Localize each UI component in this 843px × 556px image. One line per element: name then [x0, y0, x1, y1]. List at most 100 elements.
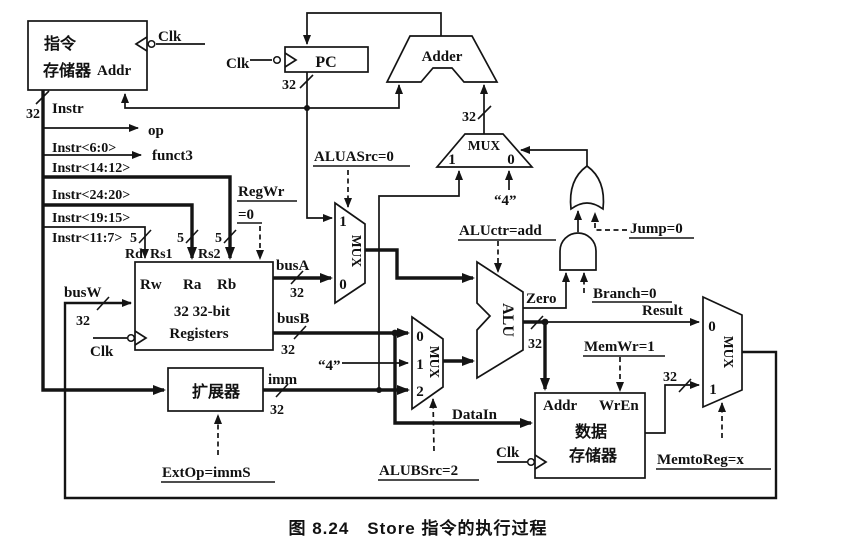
regfile-port-rw: Rw — [140, 277, 162, 293]
control-aluctr: ALUctr=add — [459, 223, 542, 239]
alu-label: ALU — [499, 303, 516, 337]
bus-width-32: 32 — [528, 337, 542, 352]
alua-mux-in0: 0 — [339, 277, 347, 293]
instr-11-7-label: Instr<11:7> — [52, 231, 122, 246]
op-label: op — [148, 123, 164, 139]
bus-width-slash — [678, 378, 692, 393]
wire-or-to-pcsrcmux-sel — [520, 146, 588, 166]
instr-24-20-label: Instr<24:20> — [52, 188, 130, 203]
imm-label: imm — [268, 372, 298, 388]
control-extop: ExtOp=immS — [162, 465, 251, 481]
bus-width-slash — [290, 270, 304, 285]
data-memory-clock: Clk — [496, 445, 548, 470]
wire-junction-dot — [391, 329, 399, 337]
extender-block — [167, 367, 264, 412]
regfile-port-ra: Ra — [183, 277, 202, 293]
clk-label: Clk — [226, 56, 250, 72]
bus-width-slash — [185, 229, 199, 244]
wire-jump-ctrl — [591, 212, 627, 231]
bus-width-32: 32 — [270, 403, 284, 418]
regfile-label-line2: 32 32-bit — [174, 304, 230, 320]
pcsrc-mux-label: MUX — [468, 138, 500, 153]
bus-width-32: 32 — [663, 370, 677, 385]
adder-label: Adder — [422, 49, 463, 65]
wire-pc-out — [306, 72, 333, 222]
control-alubsrc: ALUBSrc=2 — [379, 463, 458, 479]
wire-imm-to-pcsrcmux1 — [378, 170, 463, 390]
instruction-memory-label2: 存储器 — [43, 61, 92, 80]
control-aluasrc: ALUASrc=0 — [314, 149, 394, 165]
memtoreg-mux — [702, 295, 743, 409]
bus-width-32: 32 — [76, 314, 90, 329]
bus-width-slash — [138, 229, 152, 244]
instruction-memory-block — [27, 20, 148, 91]
busa-label: busA — [276, 258, 310, 274]
wire-instr-to-extender — [41, 90, 166, 395]
clk-label: Clk — [90, 344, 114, 360]
memtoreg-mux-in1: 1 — [709, 382, 717, 398]
wire-adder-to-pc — [303, 12, 442, 45]
funct3-label: funct3 — [152, 148, 193, 164]
control-regwr-line1: RegWr — [238, 184, 285, 200]
extender-label: 扩展器 — [192, 382, 241, 401]
alua-mux-in1: 1 — [339, 214, 347, 230]
wire-busw-loop — [63, 299, 778, 500]
rs1-port-label: Rs1 — [150, 247, 173, 262]
instruction-memory-label1: 指令 — [44, 34, 77, 53]
wire-instr-19-15-rs1 — [43, 203, 197, 260]
zero-label: Zero — [526, 291, 557, 307]
bus-width-5: 5 — [177, 231, 184, 246]
control-memtoreg: MemtoReg=x — [657, 452, 744, 468]
busw-label: busW — [64, 285, 102, 301]
clock-edge-icon — [284, 52, 298, 68]
wire-junction-dot — [304, 105, 310, 111]
register-file-clock: Clk — [90, 330, 148, 360]
or-gate — [569, 164, 605, 211]
wire-pc-to-adder — [307, 84, 403, 109]
clock-edge-icon — [134, 330, 148, 346]
regfile-port-rb: Rb — [217, 277, 236, 293]
pcsrc-mux-in0: 0 — [507, 152, 515, 168]
regfile-label-line3: Registers — [169, 326, 228, 342]
pcsrc-mux — [435, 133, 534, 168]
datamem-wren-port: WrEn — [599, 398, 639, 414]
clock-bubble-icon — [126, 333, 136, 343]
bus-width-5: 5 — [130, 231, 137, 246]
register-file-block — [134, 261, 274, 351]
and-gate — [559, 232, 597, 271]
rs2-port-label: Rs2 — [198, 247, 221, 262]
bus-width-32: 32 — [290, 286, 304, 301]
alub-mux — [411, 315, 444, 411]
alua-mux-label: MUX — [349, 235, 364, 267]
adder-block — [385, 35, 499, 83]
alub-mux-in2: 2 — [416, 384, 424, 400]
clock-bubble-icon — [272, 55, 282, 65]
instr-label: Instr — [52, 101, 84, 117]
busb-label: busB — [277, 311, 310, 327]
instruction-memory-clock: Clk — [134, 29, 205, 52]
alub-mux-in1: 1 — [416, 357, 424, 373]
pcsrc-mux-in1: 1 — [448, 152, 456, 168]
four-literal-label: “4” — [494, 193, 517, 209]
bus-width-slash — [293, 325, 307, 340]
pc-block — [284, 46, 369, 73]
bus-width-slash — [223, 229, 237, 244]
clk-label: Clk — [158, 29, 182, 45]
instr-19-15-label: Instr<19:15> — [52, 211, 130, 226]
alu-block — [476, 260, 524, 380]
bus-width-slash — [96, 296, 110, 311]
alua-mux — [334, 201, 366, 305]
clock-edge-icon — [534, 454, 548, 470]
bus-width-slash — [275, 383, 289, 398]
clk-label: Clk — [496, 445, 520, 461]
datamem-addr-port: Addr — [543, 398, 578, 414]
control-memwr: MemWr=1 — [584, 339, 655, 355]
control-branch: Branch=0 — [593, 286, 657, 302]
alub-mux-label: MUX — [427, 346, 442, 378]
clock-bubble-icon — [147, 39, 156, 49]
control-jump: Jump=0 — [630, 221, 683, 237]
rd-port-label: Rd — [125, 247, 143, 262]
bus-width-slash — [477, 105, 492, 120]
